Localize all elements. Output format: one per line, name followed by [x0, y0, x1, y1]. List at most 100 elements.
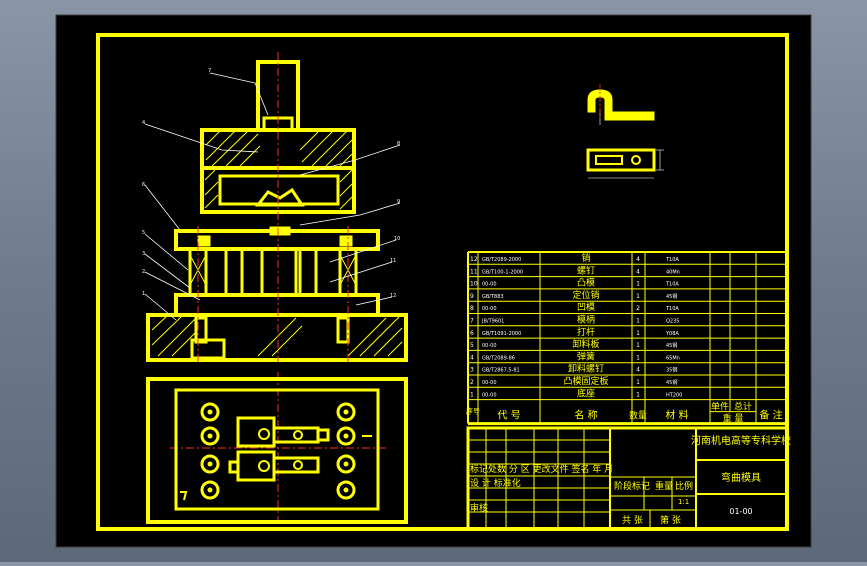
- bom-name: 弹簧: [577, 350, 595, 362]
- bom-header-total: 总计: [734, 401, 752, 413]
- weight-label: 重量: [655, 480, 673, 492]
- bom-name: 凸模: [577, 278, 595, 289]
- bom-code: 00-00: [482, 282, 497, 288]
- bom-no: 3: [470, 367, 474, 374]
- school-name: 河南机电高等专科学校: [691, 434, 791, 447]
- bom-no: 11: [470, 268, 478, 275]
- centerlines: [170, 52, 388, 520]
- bom-header-unit: 单件: [711, 401, 729, 413]
- plan-view: [146, 377, 408, 524]
- bom-material: 65Mn: [666, 355, 680, 361]
- bom-code: GB/T100-1-2000: [482, 269, 523, 275]
- callout-8: 8: [397, 141, 400, 147]
- bom-name: 底座: [577, 387, 595, 399]
- bom-material: 45钢: [666, 379, 677, 386]
- bom-code: GB/T883: [482, 294, 504, 300]
- bom-name: 卸料螺钉: [568, 363, 604, 375]
- bom-no: 12: [470, 256, 478, 263]
- bom-name: 螺钉: [577, 265, 595, 276]
- bom-qty: 1: [636, 379, 640, 386]
- scale-value: 1:1: [678, 498, 689, 506]
- callout-9: 9: [397, 199, 400, 205]
- die-base: [146, 313, 408, 362]
- bom-code: 00-00: [482, 392, 497, 398]
- bom-header-no: 序号: [466, 407, 480, 416]
- bom-header-qty: 数量: [629, 410, 647, 422]
- bom-material: Y08A: [665, 331, 679, 337]
- bom-no: 5: [470, 342, 474, 349]
- callout-5: 5: [142, 230, 145, 236]
- drawing-title: 弯曲模具: [721, 471, 761, 484]
- callout-6: 6: [142, 182, 145, 188]
- bom-qty: 1: [636, 281, 640, 288]
- stage-mark-label: 阶段标记: [614, 480, 650, 492]
- bom-no: 2: [470, 379, 474, 386]
- bom-no: 4: [470, 354, 474, 361]
- bom-no: 6: [470, 330, 474, 337]
- bom-material: HT200: [666, 392, 682, 398]
- bom-code: GB/T1091-2000: [482, 331, 521, 337]
- bom-material: 40Mn: [666, 269, 680, 275]
- paper-edge: [55, 14, 812, 548]
- callout-2: 2: [142, 269, 145, 275]
- ratio-label: 比例: [675, 480, 693, 492]
- drawing-paper: [56, 15, 811, 547]
- bom-material: Q235: [666, 319, 679, 325]
- bom-material: 35钢: [666, 367, 677, 374]
- bom-no: 9: [470, 293, 474, 300]
- bom-code: JB/T9601: [481, 319, 504, 325]
- callout-3: 3: [142, 251, 145, 257]
- bom-header-material: 材 料: [665, 409, 688, 422]
- design-row: 设 计 标准化: [470, 477, 521, 489]
- callout-12: 12: [390, 293, 396, 299]
- bom-qty: 1: [636, 391, 640, 398]
- sheet-number: 第 张: [660, 514, 681, 526]
- bom-qty: 1: [636, 293, 640, 300]
- bom-code: 00-00: [482, 343, 497, 349]
- bom-qty: 1: [636, 342, 640, 349]
- bom-qty: 1: [636, 330, 640, 337]
- bom-qty: 4: [636, 256, 640, 263]
- leader-lines: [144, 72, 401, 321]
- bom-name: 定位销: [572, 289, 599, 301]
- callout-10: 10: [394, 236, 400, 242]
- bom-no: 10: [470, 281, 478, 288]
- callout-7: 7: [208, 68, 211, 74]
- callout-1: 1: [142, 291, 145, 297]
- bom-material: T10A: [665, 306, 679, 312]
- bom-name: 凸模固定板: [563, 375, 608, 387]
- bom-header-remark: 备 注: [759, 409, 782, 422]
- bom-material: 45钢: [666, 342, 677, 349]
- revision-row: 标记处数 分 区 更改文件 签名 年 月: [470, 463, 613, 475]
- bom-code: 00-00: [482, 306, 497, 312]
- callout-4: 4: [142, 120, 145, 126]
- bom-name: 模柄: [577, 314, 595, 326]
- bom-header-mass: 重 量: [723, 413, 744, 425]
- bom-qty: 1: [636, 318, 640, 325]
- bom-material: T10A: [665, 257, 679, 263]
- bom-name: 卸料板: [572, 338, 599, 350]
- bom-qty: 4: [636, 268, 640, 275]
- bom-qty: 4: [636, 367, 640, 374]
- bom-name: 销: [581, 252, 590, 264]
- callout-11: 11: [390, 258, 396, 264]
- bom-no: 7: [470, 318, 474, 325]
- total-sheets: 共 张: [622, 515, 643, 526]
- bom-no: 8: [470, 305, 474, 312]
- bom-header-name: 名 称: [574, 409, 597, 422]
- review-row: 审核: [470, 502, 488, 514]
- title-block: 标记处数 分 区 更改文件 签名 年 月 设 计 标准化 审核 阶段标记 重量 …: [466, 426, 791, 531]
- bom-material: T10A: [665, 282, 679, 288]
- bom-code: GB/T2089-86: [482, 355, 515, 361]
- bom-qty: 2: [636, 305, 640, 312]
- bom-header-code: 代 号: [497, 410, 520, 422]
- bom-no: 1: [470, 391, 474, 398]
- bom-name: 打杆: [577, 326, 595, 338]
- bom-code: 00-00: [482, 380, 497, 386]
- drawing-number: 01-00: [729, 507, 752, 516]
- bom-material: 45钢: [666, 293, 677, 300]
- part-detail: [586, 89, 664, 179]
